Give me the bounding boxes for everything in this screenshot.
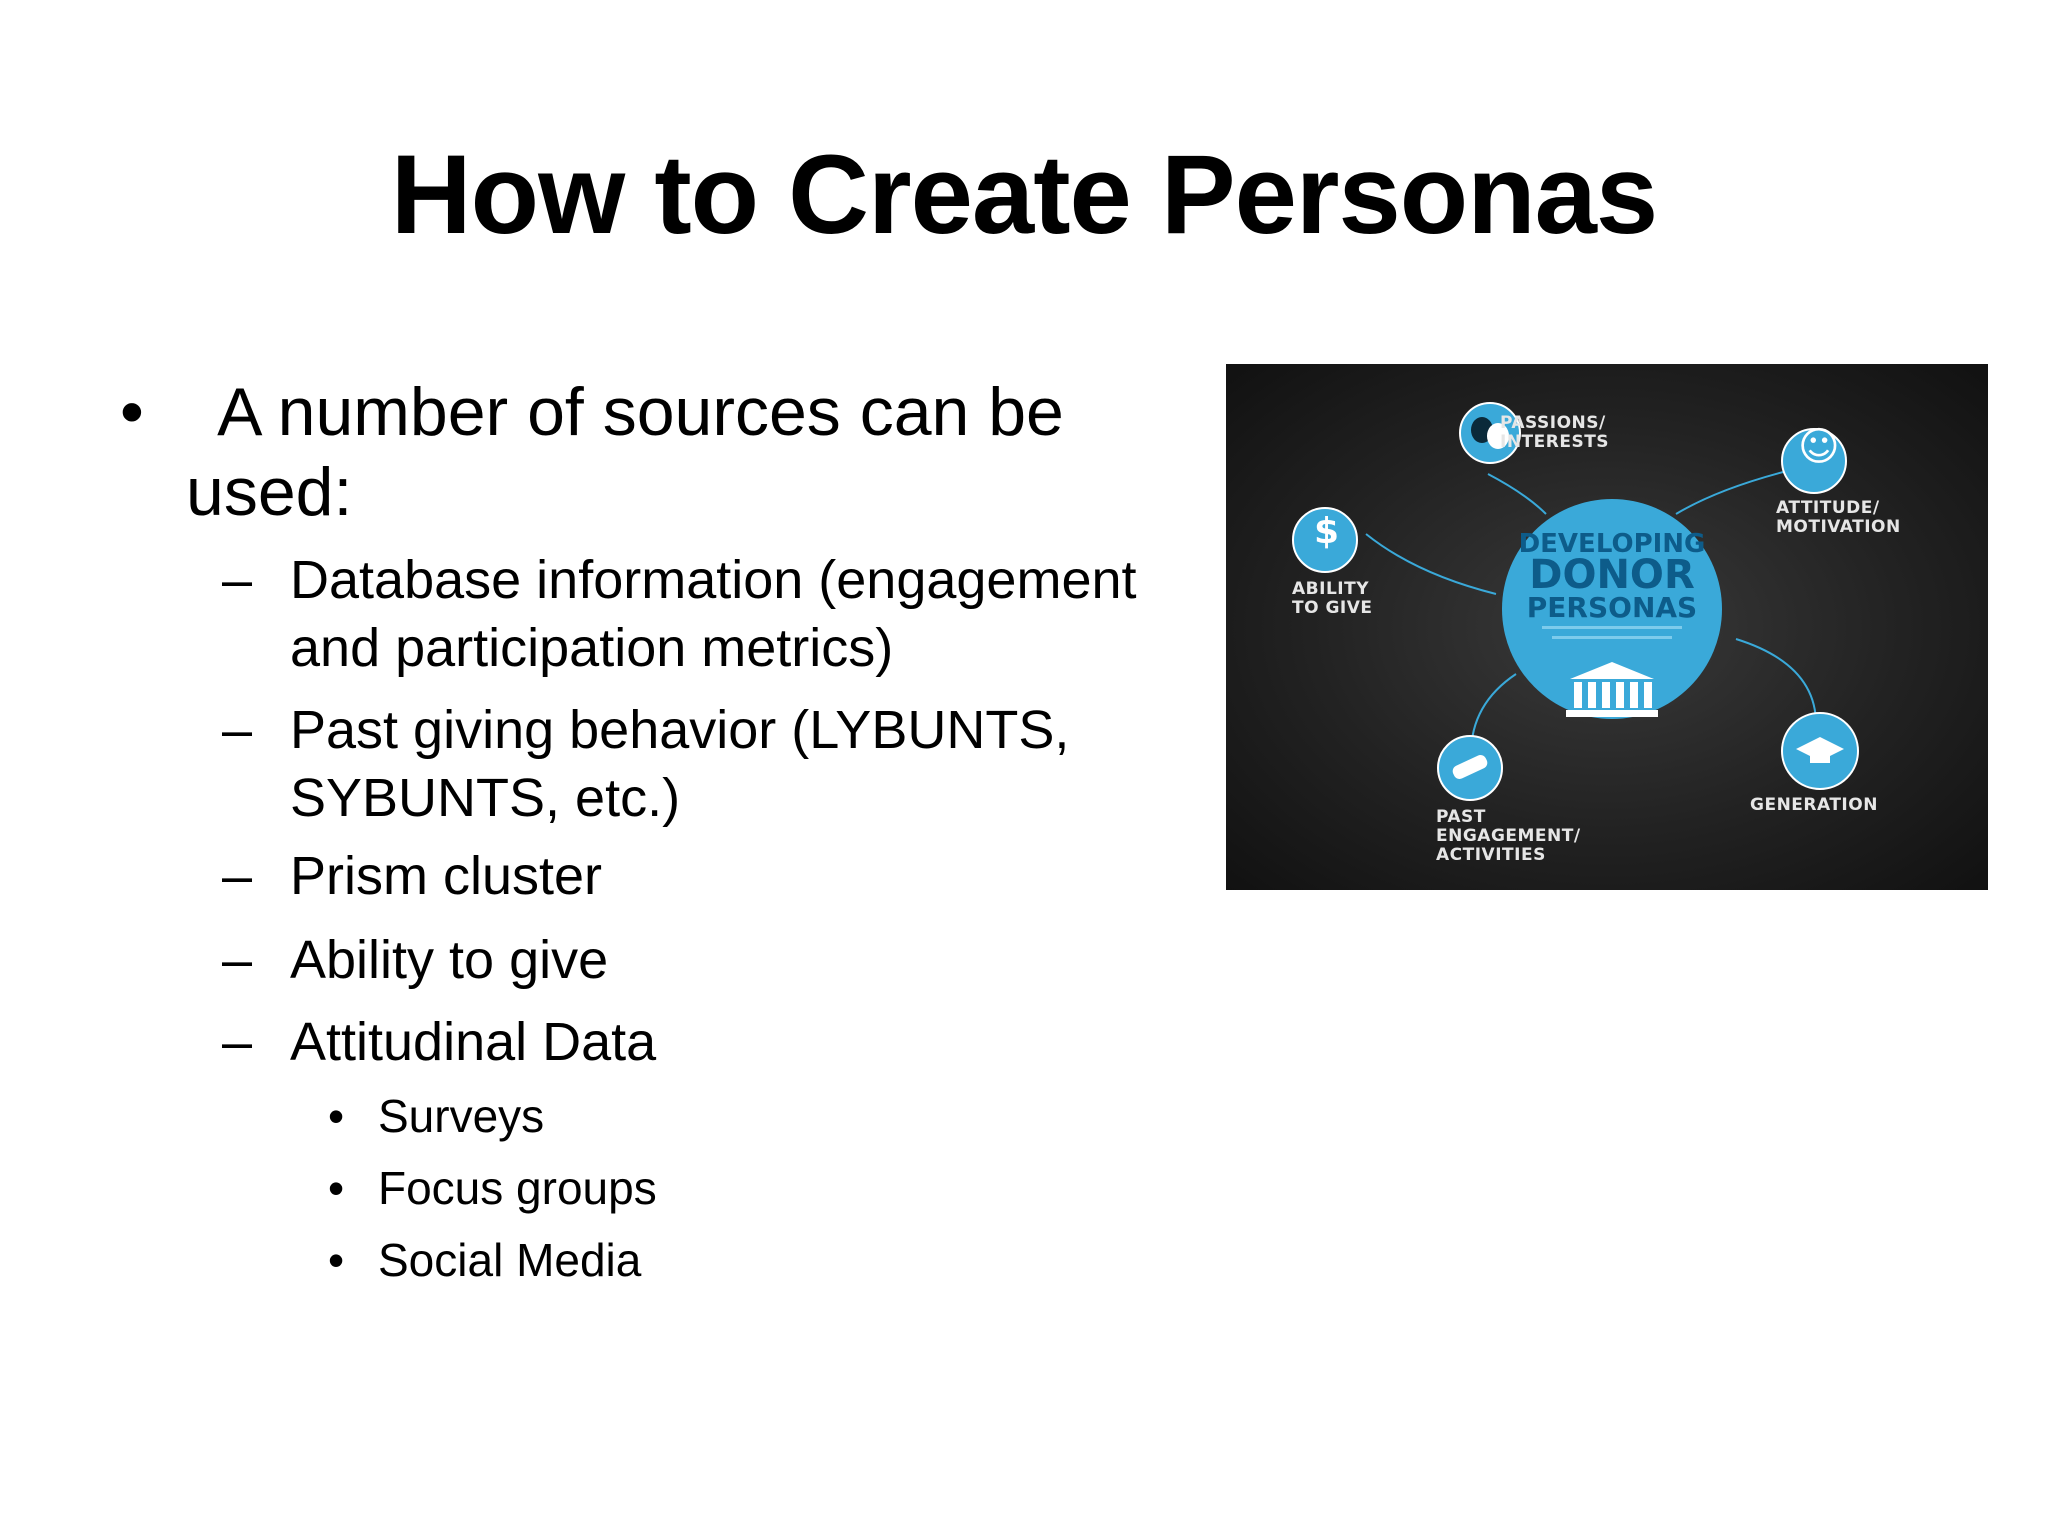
connector-generation <box>1735 638 1817 725</box>
bullet-symbol: • <box>328 1090 345 1142</box>
sub-item-text: Ability to give <box>290 930 609 990</box>
subtitle-line <box>1542 626 1682 629</box>
label-past: PAST ENGAGEMENT/ ACTIVITIES <box>1436 808 1581 865</box>
label-attitude: ATTITUDE/ MOTIVATION <box>1776 499 1901 537</box>
connector-passions <box>1487 473 1547 515</box>
dash-symbol: – <box>222 846 253 906</box>
label-generation: GENERATION <box>1750 795 1878 815</box>
dash-symbol: – <box>222 550 253 610</box>
center-title-line-3: PERSONAS <box>1526 591 1698 624</box>
sub-item-line-2: SYBUNTS, etc.) <box>290 768 681 828</box>
center-title-line-2: DONOR <box>1529 552 1695 598</box>
center-circle <box>1502 499 1722 719</box>
connector-ability <box>1365 533 1497 595</box>
dollar-icon <box>1292 507 1358 573</box>
dollar-glyph: $ <box>1314 511 1340 552</box>
sub-item-line-2: and participation metrics) <box>290 618 894 678</box>
bank-icon <box>1566 662 1658 717</box>
sub-item-line-1: Past giving behavior (LYBUNTS, <box>290 700 1070 760</box>
label-line: INTERESTS <box>1500 432 1610 452</box>
sub-sub-item-text: Social Media <box>378 1234 642 1286</box>
sub-sub-item-text: Focus groups <box>378 1162 657 1214</box>
label-line: ABILITY <box>1292 579 1370 599</box>
donor-personas-graphic: $ ☺ DEVELOPING DONOR PERSONAS PASSIONS/ … <box>1226 364 1988 890</box>
smile-icon <box>1781 428 1847 494</box>
main-bullet-text: A number of sources can be used: <box>186 372 1162 532</box>
dash-symbol: – <box>222 700 253 760</box>
bullet-symbol: • <box>120 374 144 450</box>
label-line: PASSIONS/ <box>1500 413 1606 433</box>
cap-glyph <box>1796 737 1844 763</box>
bullet-symbol: • <box>328 1162 345 1214</box>
label-passions: PASSIONS/ INTERESTS <box>1500 414 1609 452</box>
dash-symbol: – <box>222 930 253 990</box>
handshake-glyph <box>1452 755 1488 779</box>
sub-item-text: Prism cluster <box>290 846 603 906</box>
sub-sub-item-text: Surveys <box>378 1090 545 1142</box>
label-line: ENGAGEMENT/ <box>1436 826 1581 846</box>
sub-item-text: Attitudinal Data <box>290 1012 657 1072</box>
sub-item-line-1: Database information (engagement <box>290 550 1137 610</box>
bullet-symbol: • <box>328 1234 345 1286</box>
masks-glyph <box>1471 417 1509 449</box>
smile-glyph: ☺ <box>1798 424 1841 470</box>
label-line: ATTITUDE/ <box>1776 498 1880 518</box>
label-line: PAST <box>1436 807 1486 827</box>
label-ability: ABILITY TO GIVE <box>1292 580 1373 618</box>
label-line: ACTIVITIES <box>1436 845 1546 865</box>
label-line: TO GIVE <box>1292 598 1373 618</box>
graphic-connectors <box>1292 402 1859 801</box>
label-line: MOTIVATION <box>1776 517 1901 537</box>
dash-symbol: – <box>222 1012 253 1072</box>
subtitle-line <box>1552 636 1672 639</box>
slide-title: How to Create Personas <box>390 132 1658 257</box>
center-title-line-1: DEVELOPING <box>1518 529 1706 559</box>
main-bullet-line-2: used: <box>186 454 353 530</box>
main-bullet-line-1: A number of sources can be <box>202 374 1064 450</box>
